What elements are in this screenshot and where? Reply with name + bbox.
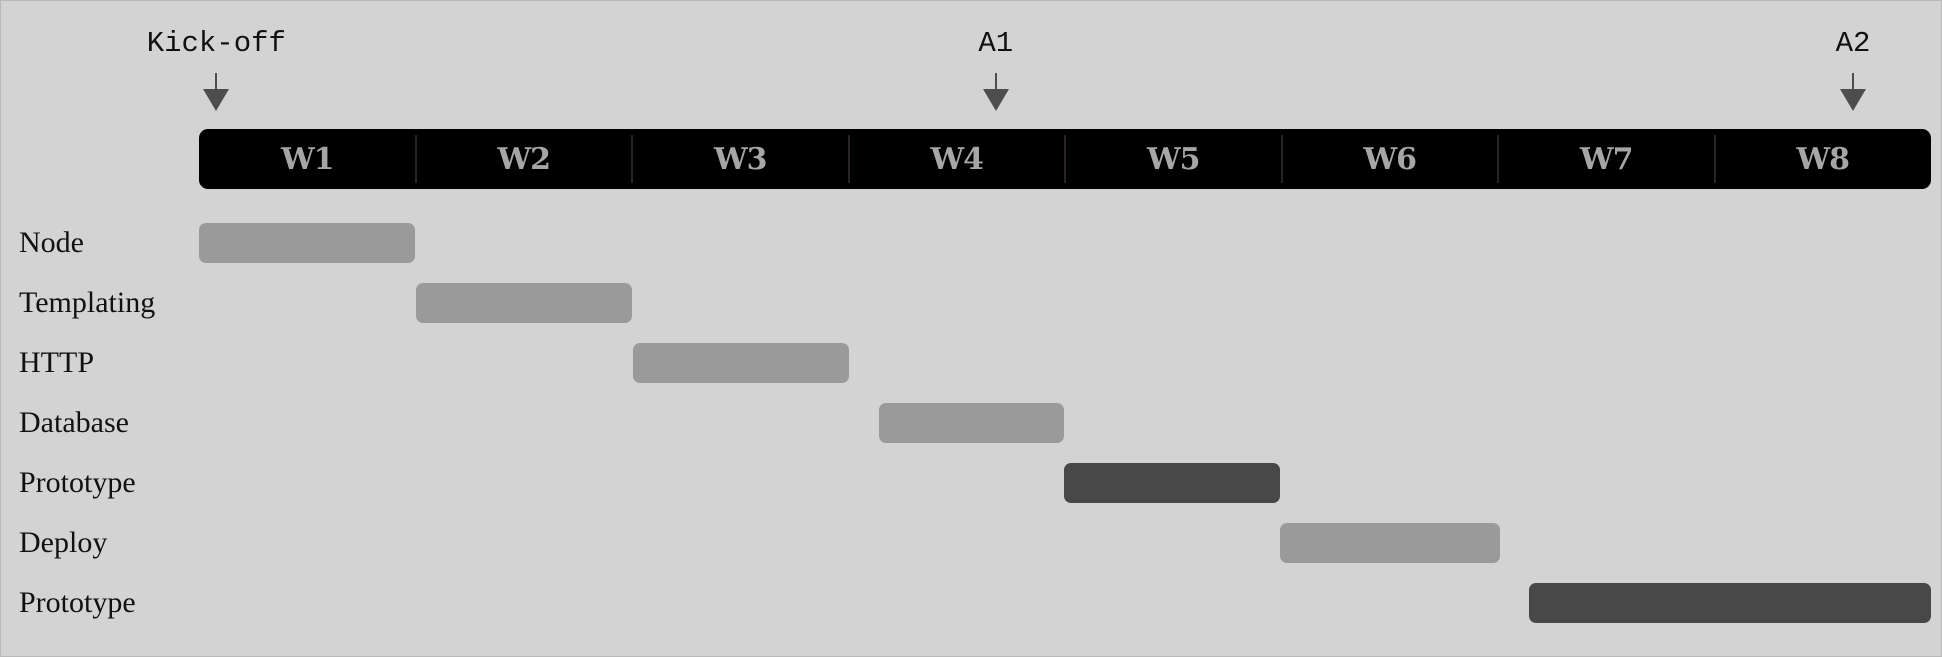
week-divider	[1280, 135, 1283, 183]
task-label: Deploy	[19, 526, 108, 559]
milestone-stem-icon	[994, 73, 997, 91]
milestone-arrow-down-icon	[203, 89, 230, 111]
task-bar[interactable]	[199, 223, 415, 263]
week-label: W3	[713, 141, 768, 177]
timeline-week-w4[interactable]: W4	[849, 129, 1066, 189]
timeline-week-w5[interactable]: W5	[1065, 129, 1282, 189]
milestone-arrow-down-icon	[982, 89, 1009, 111]
week-label: W2	[497, 141, 551, 177]
week-label: W7	[1579, 141, 1634, 177]
timeline-week-w3[interactable]: W3	[632, 129, 849, 189]
task-bar[interactable]	[879, 403, 1064, 443]
timeline-week-w1[interactable]: W1	[199, 129, 416, 189]
week-label: W6	[1363, 141, 1417, 177]
task-label: Database	[19, 406, 129, 439]
week-divider	[414, 135, 417, 183]
milestone-stem-icon	[1852, 73, 1855, 91]
task-bar[interactable]	[1064, 463, 1280, 503]
week-label: W4	[930, 141, 984, 177]
task-label: Node	[19, 226, 84, 259]
milestone-stem-icon	[215, 73, 218, 91]
week-divider	[1713, 135, 1716, 183]
task-label: HTTP	[19, 346, 94, 379]
task-label: Prototype	[19, 586, 136, 619]
task-bar[interactable]	[1280, 523, 1500, 563]
timeline-week-w7[interactable]: W7	[1498, 129, 1715, 189]
task-bar[interactable]	[416, 283, 632, 323]
task-bar[interactable]	[633, 343, 849, 383]
milestone-label: A2	[1835, 27, 1871, 60]
timeline-week-w2[interactable]: W2	[416, 129, 633, 189]
week-label: W5	[1146, 141, 1201, 177]
timeline-week-w6[interactable]: W6	[1282, 129, 1499, 189]
task-bar[interactable]	[1529, 583, 1931, 623]
timeline-header[interactable]: W1 W2 W3 W4 W5 W6 W7 W8	[199, 129, 1931, 189]
week-divider	[1064, 135, 1066, 183]
task-label: Templating	[19, 286, 156, 319]
week-divider	[631, 135, 633, 183]
week-divider	[847, 135, 850, 183]
task-label: Prototype	[19, 466, 136, 499]
milestone-label: Kick-off	[146, 27, 286, 60]
week-label: W8	[1796, 141, 1850, 177]
milestone-label: A1	[978, 27, 1014, 60]
week-divider	[1497, 135, 1499, 183]
milestone-arrow-down-icon	[1840, 89, 1867, 111]
week-label: W1	[280, 141, 335, 177]
timeline-week-w8[interactable]: W8	[1715, 129, 1932, 189]
